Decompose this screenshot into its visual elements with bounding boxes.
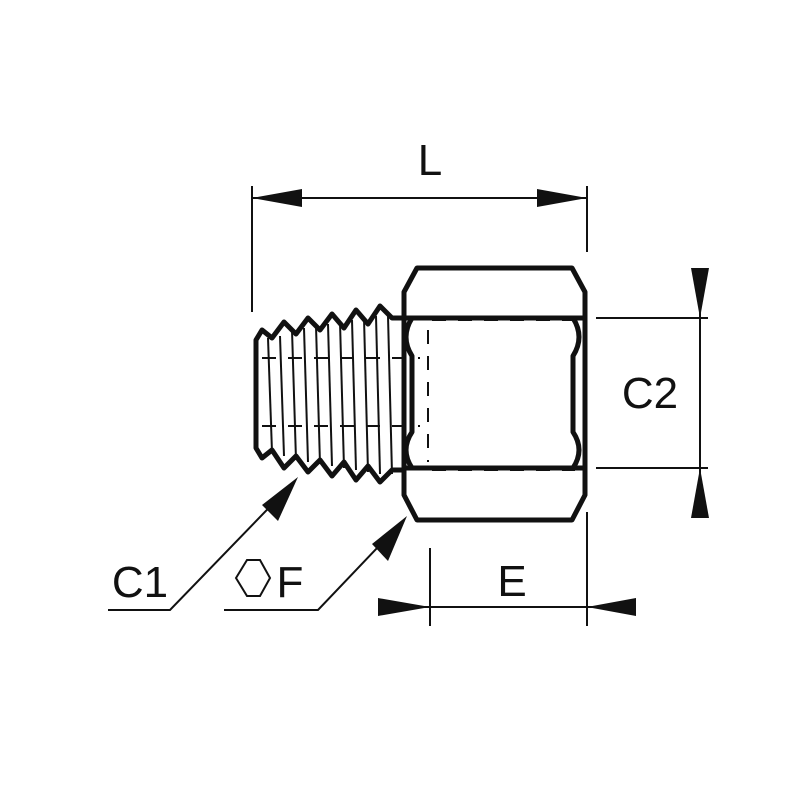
thread-root-1 <box>279 335 285 457</box>
thread-root-4 <box>351 319 357 471</box>
hex-body <box>401 265 588 523</box>
thread-root-3 <box>327 323 333 467</box>
hex-face-right <box>570 316 582 470</box>
dimension-c2: C2 <box>596 268 709 518</box>
thread-root-2 <box>303 327 309 463</box>
dimension-label-e: E <box>497 557 526 606</box>
hexagon-icon <box>234 559 272 597</box>
leader-line-c1 <box>108 485 291 611</box>
dimension-label-f: F <box>277 558 304 607</box>
hex-outline <box>401 265 588 523</box>
thread-crest-5 <box>363 317 369 473</box>
leader-c1: C1 <box>108 477 298 611</box>
arrowhead-right <box>537 189 587 207</box>
thread-crest-6 <box>387 315 393 475</box>
thread-root-5 <box>375 315 381 475</box>
dimension-label-l: L <box>418 136 442 185</box>
dimension-l: L <box>251 136 588 312</box>
thread-crest-4 <box>339 321 345 469</box>
thread-crest-3 <box>315 325 321 465</box>
thread-outline <box>253 303 404 485</box>
arrowhead-c2-top <box>691 268 709 318</box>
leader-f: F <box>224 516 407 611</box>
arrowhead-e-right <box>587 598 636 616</box>
arrowhead-e-left <box>378 598 430 616</box>
leader-line-f <box>224 525 399 611</box>
dimension-label-c1: C1 <box>112 558 168 607</box>
arrowhead-c1 <box>262 477 298 521</box>
arrowhead-left <box>252 189 302 207</box>
hex-face-left <box>403 316 415 470</box>
thread-crest-2 <box>291 329 297 461</box>
dimension-label-c2: C2 <box>622 369 678 418</box>
arrowhead-f <box>372 516 407 561</box>
arrowhead-c2-bottom <box>691 468 709 518</box>
male-thread <box>253 303 420 485</box>
dimension-e: E <box>378 512 636 626</box>
thread-crest-1 <box>267 337 273 453</box>
